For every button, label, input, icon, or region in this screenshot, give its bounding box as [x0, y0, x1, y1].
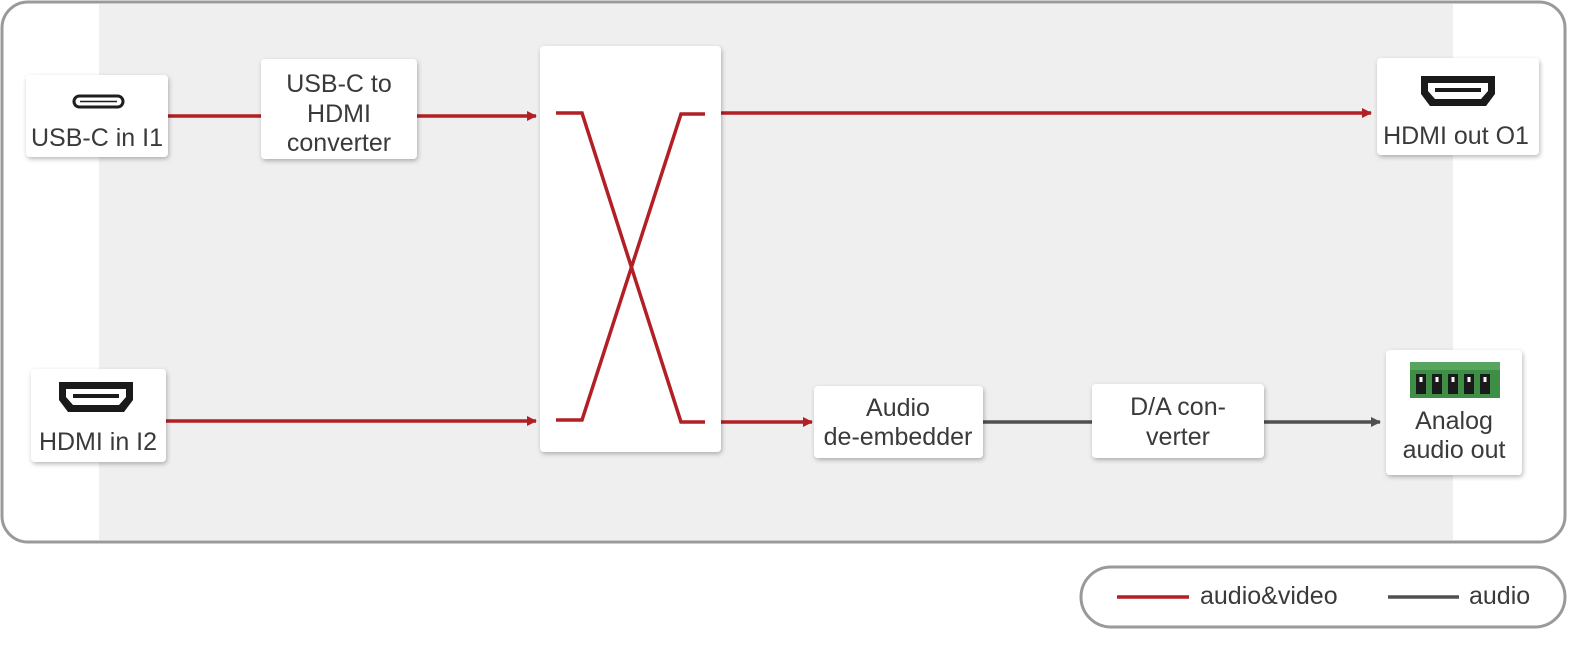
dac-label-line2: verter [1146, 423, 1210, 451]
terminal-block-icon [1410, 362, 1500, 398]
converter-label-line1: USB-C to [286, 70, 392, 98]
usbc-input-label: USB-C in I1 [31, 124, 163, 152]
analog-output-label-line2: audio out [1403, 436, 1506, 464]
converter-label-line3: converter [287, 129, 391, 157]
hdmi-port-icon [59, 382, 133, 412]
usbc-input-box: USB-C in I1 [26, 75, 168, 157]
analog-output-label-line1: Analog [1415, 407, 1493, 435]
dac-label-line1: D/A con- [1130, 393, 1226, 421]
deembedder-label-line1: Audio [866, 394, 930, 422]
converter-label-line2: HDMI [307, 100, 371, 128]
hdmi-port-icon [1421, 76, 1495, 106]
da-converter-box: D/A con- verter [1092, 384, 1264, 458]
deembedder-label-line2: de-embedder [824, 423, 973, 451]
audio-deembedder-box: Audio de-embedder [814, 386, 983, 458]
legend-audio-label: audio [1469, 582, 1530, 610]
hdmi-input-label: HDMI in I2 [39, 428, 157, 456]
crosspoint-path-b [556, 112, 705, 422]
crosspoint-matrix-box [540, 46, 721, 452]
usbc-hdmi-converter-box: USB-C to HDMI converter [261, 59, 417, 159]
hdmi-output-label: HDMI out O1 [1383, 122, 1529, 150]
analog-audio-output-box: Analog audio out [1386, 350, 1522, 475]
hdmi-output-box: HDMI out O1 [1377, 58, 1539, 155]
legend: audio&video audio [1079, 565, 1567, 629]
legend-av-label: audio&video [1200, 582, 1338, 610]
hdmi-input-box: HDMI in I2 [31, 369, 166, 462]
